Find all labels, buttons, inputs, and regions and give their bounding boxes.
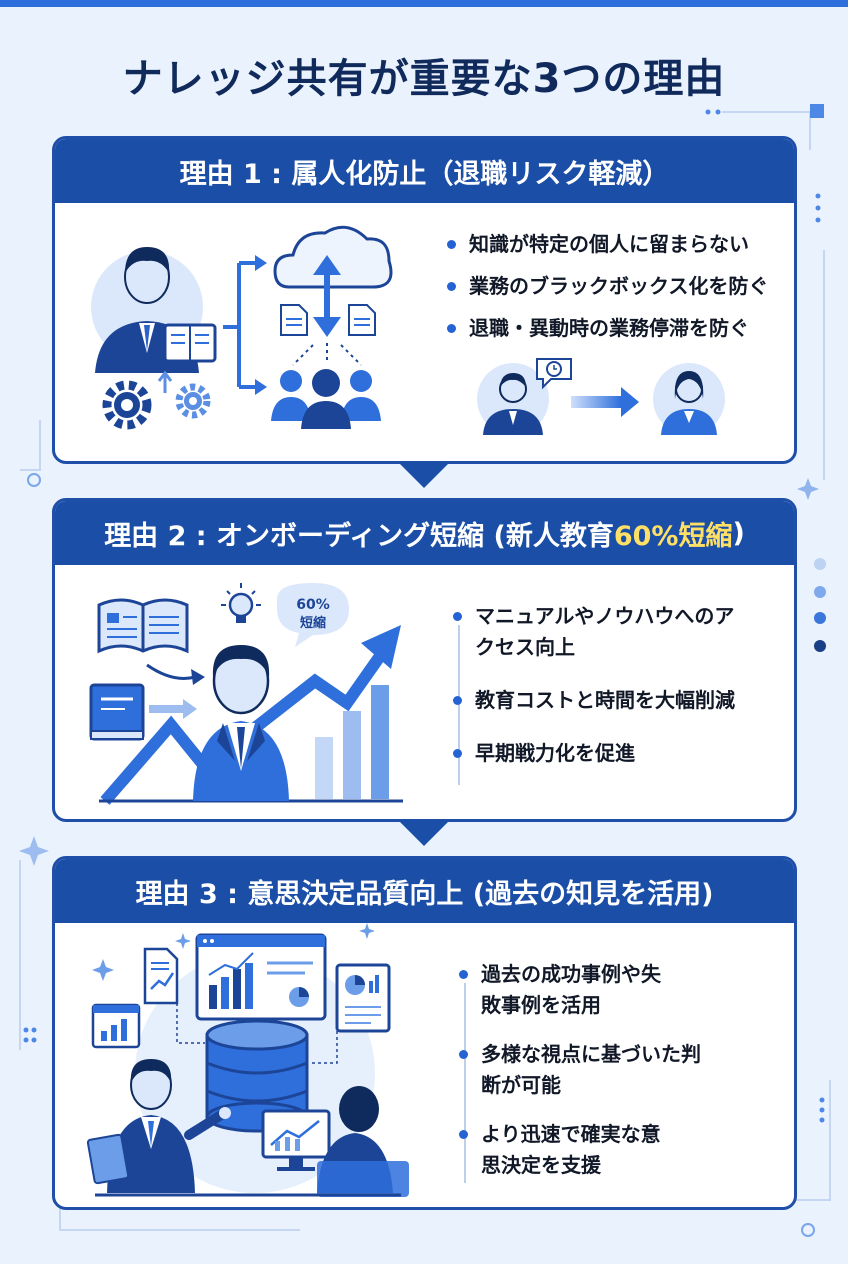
reason-2-header-prefix: 理由 2 : オンボーディング短縮 (新人教育 — [104, 520, 614, 552]
manual-book-icon — [89, 683, 145, 741]
analyst-icon — [317, 1086, 409, 1197]
presenter-icon — [86, 1059, 231, 1193]
reason-3-body: 過去の成功事例や失敗事例を活用 多様な視点に基づいた判断が可能 より迅速で確実な… — [55, 923, 794, 1207]
reason-1-illustration — [91, 225, 725, 435]
list-item: 知識が特定の個人に留まらない — [447, 229, 768, 260]
open-book-icon — [97, 598, 189, 654]
reason-3-bullet-list: 過去の成功事例や失敗事例を活用 多様な視点に基づいた判断が可能 より迅速で確実な… — [459, 959, 709, 1199]
page-title: ナレッジ共有が重要な3つの理由 — [122, 56, 726, 102]
reason-1-header: 理由 1 : 属人化防止（退職リスク軽減） — [55, 139, 794, 203]
list-item: 教育コストと時間を大幅削減 — [453, 685, 753, 716]
list-item: 退職・異動時の業務停滞を防ぐ — [447, 313, 768, 344]
cloud-upload-icon — [273, 225, 393, 337]
businessman-icon — [193, 645, 289, 801]
reason-2-header-suffix: ) — [732, 517, 745, 549]
reason-3-illustration — [86, 923, 409, 1197]
connector-arrow-1 — [398, 462, 450, 488]
reason-card-2: 理由 2 : オンボーディング短縮 (新人教育 60%短縮) — [52, 498, 797, 822]
list-item: 多様な視点に基づいた判断が可能 — [459, 1039, 709, 1101]
reason-1-bullet-list: 知識が特定の個人に留まらない 業務のブラックボックス化を防ぐ 退職・異動時の業務… — [447, 229, 768, 355]
report-icon — [91, 947, 179, 1049]
gears-icon — [102, 370, 211, 430]
clock-icon — [546, 361, 562, 377]
badge-label: 短縮 — [300, 615, 326, 631]
lightbulb-icon — [221, 583, 261, 623]
list-item: 早期戦力化を促進 — [453, 738, 753, 769]
connector-arrow-2 — [398, 820, 450, 846]
businessman-with-book-icon — [91, 247, 217, 373]
reason-1-body: 知識が特定の個人に留まらない 業務のブラックボックス化を防ぐ 退職・異動時の業務… — [55, 203, 794, 461]
reason-card-3: 理由 3 : 意思決定品質向上 (過去の知見を活用) — [52, 856, 797, 1210]
dashboard-icon — [195, 933, 327, 1021]
percent-badge: 60% 短縮 — [277, 583, 349, 647]
reason-2-header-highlight: 60%短縮 — [613, 520, 733, 552]
list-item: 業務のブラックボックス化を防ぐ — [447, 271, 768, 302]
reason-2-bullet-list: マニュアルやノウハウへのアクセス向上 教育コストと時間を大幅削減 早期戦力化を促… — [453, 601, 753, 791]
bar-chart-icon — [99, 685, 403, 803]
bullet-guide-line — [464, 983, 466, 1183]
growth-arrow-icon — [100, 625, 401, 805]
reason-card-1: 理由 1 : 属人化防止（退職リスク軽減） — [52, 136, 797, 464]
report-icon — [335, 963, 391, 1033]
monitor-chart-icon — [261, 1109, 331, 1171]
reason-3-header: 理由 3 : 意思決定品質向上 (過去の知見を活用) — [55, 859, 794, 923]
handover-icon — [477, 358, 572, 435]
reason-2-body: 60% 短縮 — [55, 565, 794, 819]
reason-2-illustration: 60% 短縮 — [89, 583, 403, 805]
list-item: マニュアルやノウハウへのアクセス向上 — [453, 601, 753, 663]
badge-value: 60% — [296, 597, 330, 613]
top-accent-bar — [0, 0, 848, 7]
document-icon — [280, 304, 376, 336]
team-icon — [271, 369, 381, 429]
list-item: 過去の成功事例や失敗事例を活用 — [459, 959, 679, 1021]
reason-2-header: 理由 2 : オンボーディング短縮 (新人教育 60%短縮) — [55, 501, 794, 565]
database-icon — [205, 1019, 309, 1133]
bullet-guide-line — [458, 625, 460, 785]
list-item: より迅速で確実な意思決定を支援 — [459, 1119, 669, 1181]
